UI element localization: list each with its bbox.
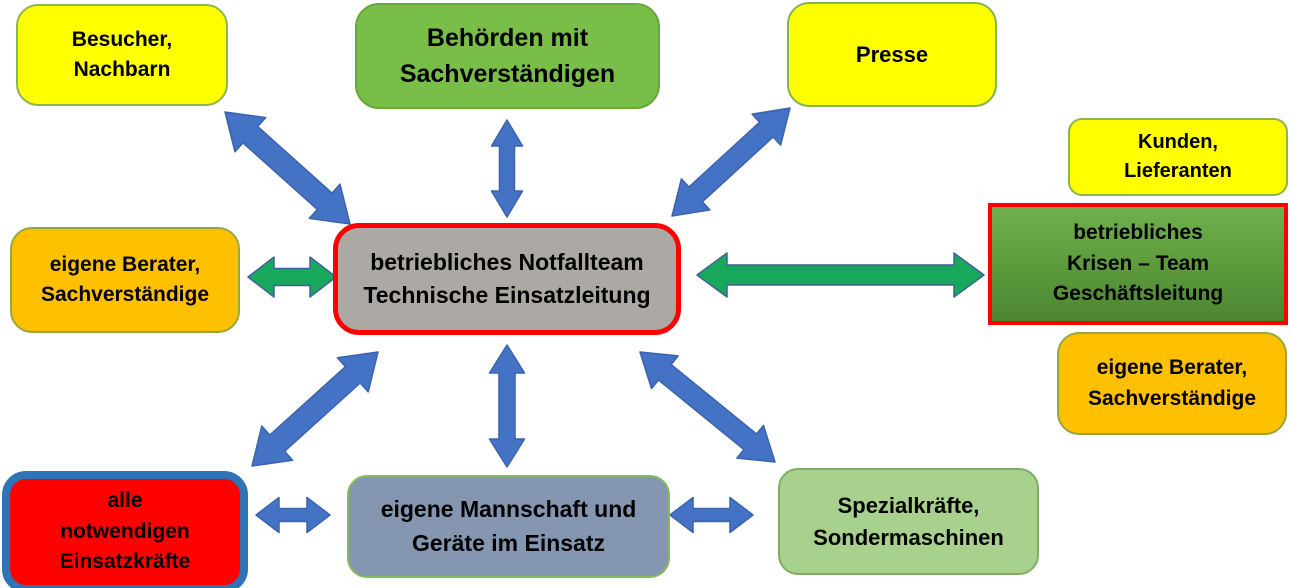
arrow-notfallteam-behoerden bbox=[490, 119, 524, 218]
arrow-notfallteam-krisenteam bbox=[696, 252, 985, 298]
node-label: eigene Berater, Sachverständige bbox=[1087, 356, 1257, 410]
node-label: Behörden mit Sachverständigen bbox=[399, 23, 616, 88]
arrow-mannschaft-spezial bbox=[669, 496, 754, 534]
node-label: betriebliches Notfallteam Technische Ein… bbox=[363, 248, 651, 308]
node-kunden-lieferanten: Kunden, Lieferanten bbox=[1068, 118, 1288, 196]
arrow-alle-mannschaft bbox=[255, 496, 331, 534]
node-label: eigene Mannschaft und Geräte im Einsatz bbox=[380, 496, 637, 556]
arrow-notfallteam-alle bbox=[251, 351, 379, 467]
node-besucher-nachbarn: Besucher, Nachbarn bbox=[16, 4, 228, 106]
node-eigene-berater-rechts: eigene Berater, Sachverständige bbox=[1057, 332, 1287, 435]
arrow-notfallteam-presse bbox=[671, 107, 791, 217]
node-eigene-mannschaft-und-geraete: eigene Mannschaft und Geräte im Einsatz bbox=[347, 475, 670, 578]
arrow-notfallteam-besucher bbox=[224, 111, 351, 225]
node-label: alle notwendigen Einsatzkräfte bbox=[59, 489, 191, 574]
node-betriebliches-notfallteam: betriebliches Notfallteam Technische Ein… bbox=[333, 223, 681, 335]
node-label: Besucher, Nachbarn bbox=[71, 27, 173, 81]
node-behoerden-mit-sachverstaendigen: Behörden mit Sachverständigen bbox=[355, 3, 660, 109]
node-betriebliches-krisen-team: betriebliches Krisen – Team Geschäftslei… bbox=[988, 203, 1288, 325]
node-presse: Presse bbox=[787, 2, 997, 107]
node-label: Spezialkräfte, Sondermaschinen bbox=[813, 492, 1004, 550]
node-label: Presse bbox=[855, 41, 929, 67]
arrow-notfallteam-spezial bbox=[639, 351, 776, 463]
node-label: eigene Berater, Sachverständige bbox=[40, 252, 210, 306]
node-eigene-berater-links: eigene Berater, Sachverständige bbox=[10, 227, 240, 333]
arrow-notfallteam-berater_links bbox=[247, 256, 337, 298]
node-label: Kunden, Lieferanten bbox=[1124, 131, 1232, 182]
node-spezialkraefte-sondermaschinen: Spezialkräfte, Sondermaschinen bbox=[778, 468, 1039, 575]
arrow-notfallteam-mannschaft bbox=[488, 344, 526, 468]
node-alle-notwendigen-einsatzkraefte: alle notwendigen Einsatzkräfte bbox=[2, 471, 248, 588]
node-label: betriebliches Krisen – Team Geschäftslei… bbox=[1052, 221, 1224, 306]
